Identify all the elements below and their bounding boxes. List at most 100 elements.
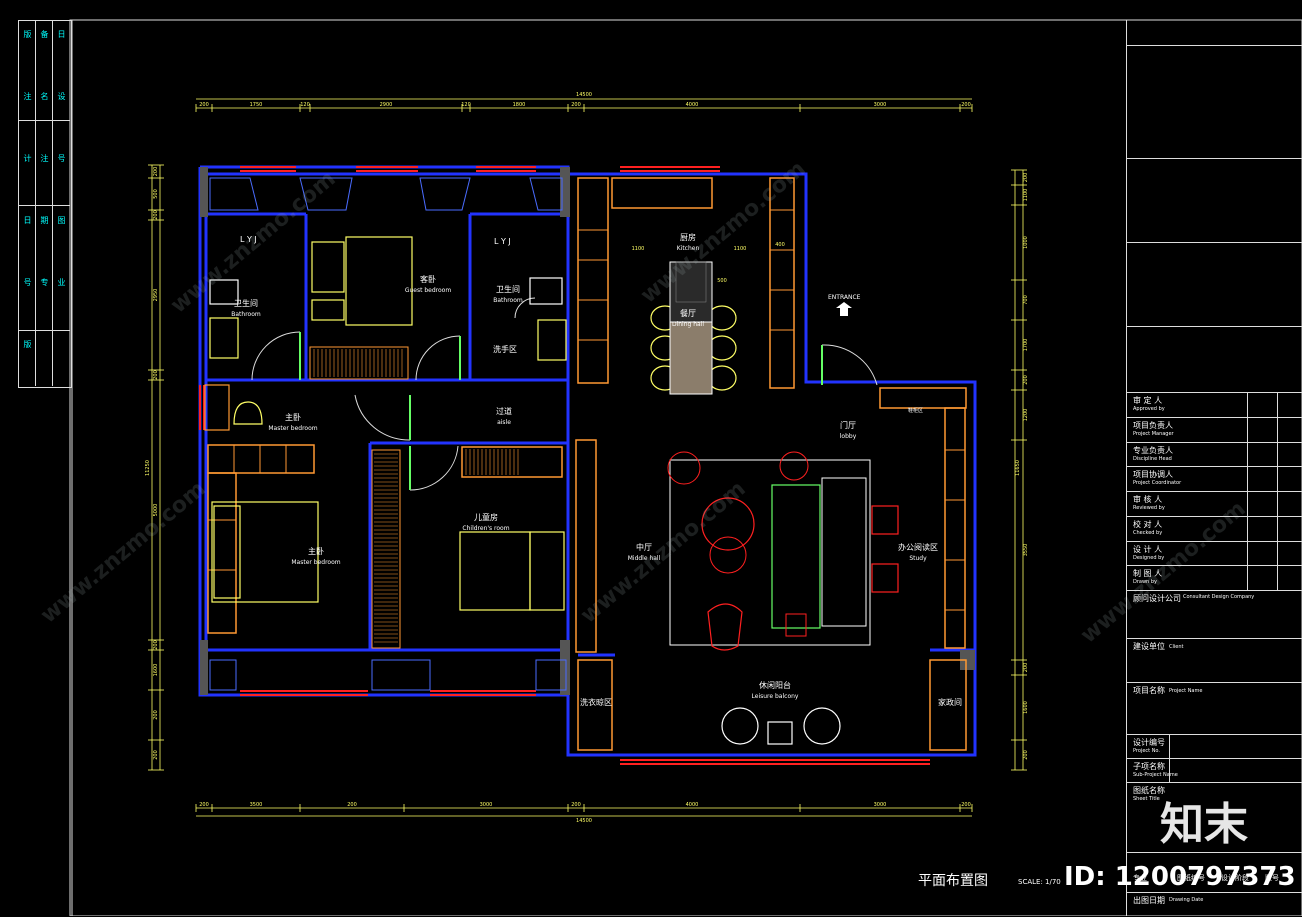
client-row: 建设单位 Client: [1127, 638, 1302, 683]
dim-top: 4000: [686, 102, 699, 108]
dim-left: 200: [153, 167, 159, 177]
dim-right-total: 11650: [1015, 460, 1021, 476]
dim-bottom-total: 14500: [576, 818, 592, 824]
strip-label: 日: [57, 30, 66, 38]
room-label: 办公阅读区 Study: [898, 542, 938, 562]
room-label-cn: 中厅: [636, 542, 652, 552]
room-label-en: Leisure balcony: [752, 693, 799, 700]
dim-bottom: 200: [571, 802, 581, 808]
dim-left: 200: [153, 210, 159, 220]
doors: [251, 297, 878, 491]
dim-left: 500: [153, 189, 159, 199]
brand-logo: 知末: [1160, 799, 1248, 850]
project-row: 项目名称 Project Name: [1127, 682, 1302, 735]
dim-bottom: 3000: [874, 802, 887, 808]
strip-label: 日: [23, 216, 32, 224]
strip-label: 名: [40, 92, 49, 100]
dim-right: 200: [1023, 750, 1029, 760]
entrance-arrow-icon: [836, 302, 852, 316]
room-label: 厨房 Kitchen: [677, 232, 700, 252]
dim-right: 1000: [1023, 236, 1029, 249]
room-label-en: Master bedroom: [268, 425, 317, 432]
strip-label: 号: [23, 278, 32, 286]
room-label-en: Master bedroom: [291, 559, 340, 566]
approval-sub: Designed by: [1133, 554, 1165, 561]
approval-sub: Drawn by: [1133, 579, 1157, 586]
approval-label: 校 对 人: [1133, 519, 1163, 529]
sheet-title-row: 图纸名称 Sheet Title: [1127, 782, 1302, 853]
strip-label: 期: [40, 216, 49, 224]
room-label-cn: 卫生间: [496, 284, 520, 294]
dim-left: 200: [153, 370, 159, 380]
room-label-cn: 厨房: [680, 232, 696, 242]
strip-label: 注: [23, 92, 32, 100]
room-label-en: Dining hall: [672, 321, 704, 328]
revision-strip: 版备日注名设计注号日期图号专业版: [18, 20, 72, 388]
room-label: 家政间: [938, 697, 962, 707]
approval-sub: Checked by: [1133, 529, 1163, 536]
room-label-cn: 洗手区: [493, 344, 517, 354]
room-label: 洗衣晾区: [580, 697, 612, 707]
dim-bottom: 3000: [480, 802, 493, 808]
room-label-en: Study: [909, 555, 927, 562]
dim-top: 3000: [874, 102, 887, 108]
design-no-row: 设计编号 Project No.: [1127, 734, 1302, 759]
dim-right: 1100: [1023, 189, 1029, 202]
strip-label: 业: [57, 278, 66, 286]
dim-top: 120: [461, 102, 471, 108]
dim-top: 1750: [250, 102, 263, 108]
room-label-en: aisle: [497, 419, 511, 426]
room-label-en: Bathroom: [493, 297, 523, 304]
dim-kitchen: 500: [717, 278, 727, 284]
walls: [198, 165, 977, 757]
room-label-en: Guest bedroom: [405, 287, 452, 294]
dim-left: 5000: [153, 504, 159, 517]
dim-top: 200: [199, 102, 209, 108]
dim-kitchen: 1100: [632, 246, 645, 252]
room-label-cn: 办公阅读区: [898, 542, 938, 552]
bottom-cols-row: 专业图纸编号设计阶段版号: [1127, 852, 1302, 893]
dimension-ticks: [148, 104, 1027, 812]
room-label-cn: 门厅: [840, 420, 856, 430]
room-label-cn: 儿童房: [474, 512, 498, 522]
room-label-en: Middle hall: [628, 555, 661, 562]
dim-top: 2900: [380, 102, 393, 108]
dim-left: 1600: [153, 664, 159, 677]
plan-scale: SCALE: 1/70: [1018, 878, 1061, 886]
approval-label: 审 核 人: [1133, 495, 1163, 504]
dim-left: 2950: [153, 289, 159, 302]
wall-piers: [200, 167, 975, 695]
bottom-col-label: 图纸编号: [1177, 874, 1205, 882]
approval-sub: Project Manager: [1133, 430, 1174, 437]
middle-hall-furniture: [667, 261, 899, 651]
dimension-lines: [151, 98, 1024, 817]
dim-left: 200: [153, 640, 159, 650]
plan-title: 平面布置图: [918, 873, 988, 889]
room-label-cn: 主卧: [308, 546, 324, 556]
approval-label: 项目协调人: [1133, 470, 1173, 480]
room-label: 餐厅 Dining hall: [672, 309, 704, 328]
id-tag: ID: 1200797373: [1064, 862, 1296, 892]
room-label-cn: 餐厅: [680, 309, 696, 318]
room-label-cn: 主卧: [285, 412, 301, 422]
dim-top: 200: [571, 102, 581, 108]
room-label-cn: 家政间: [938, 697, 962, 707]
room-label-en: Kitchen: [677, 245, 700, 252]
strip-label: 版: [23, 340, 32, 348]
approval-sub: Project Coordinator: [1133, 480, 1182, 487]
dim-bottom: 200: [961, 802, 971, 808]
bottom-col-label: 设计阶段: [1221, 874, 1249, 882]
approval-sub: Discipline Head: [1133, 455, 1172, 462]
date-row: 出图日期 Drawing Date: [1127, 892, 1302, 917]
dim-right: 200: [1023, 173, 1029, 183]
